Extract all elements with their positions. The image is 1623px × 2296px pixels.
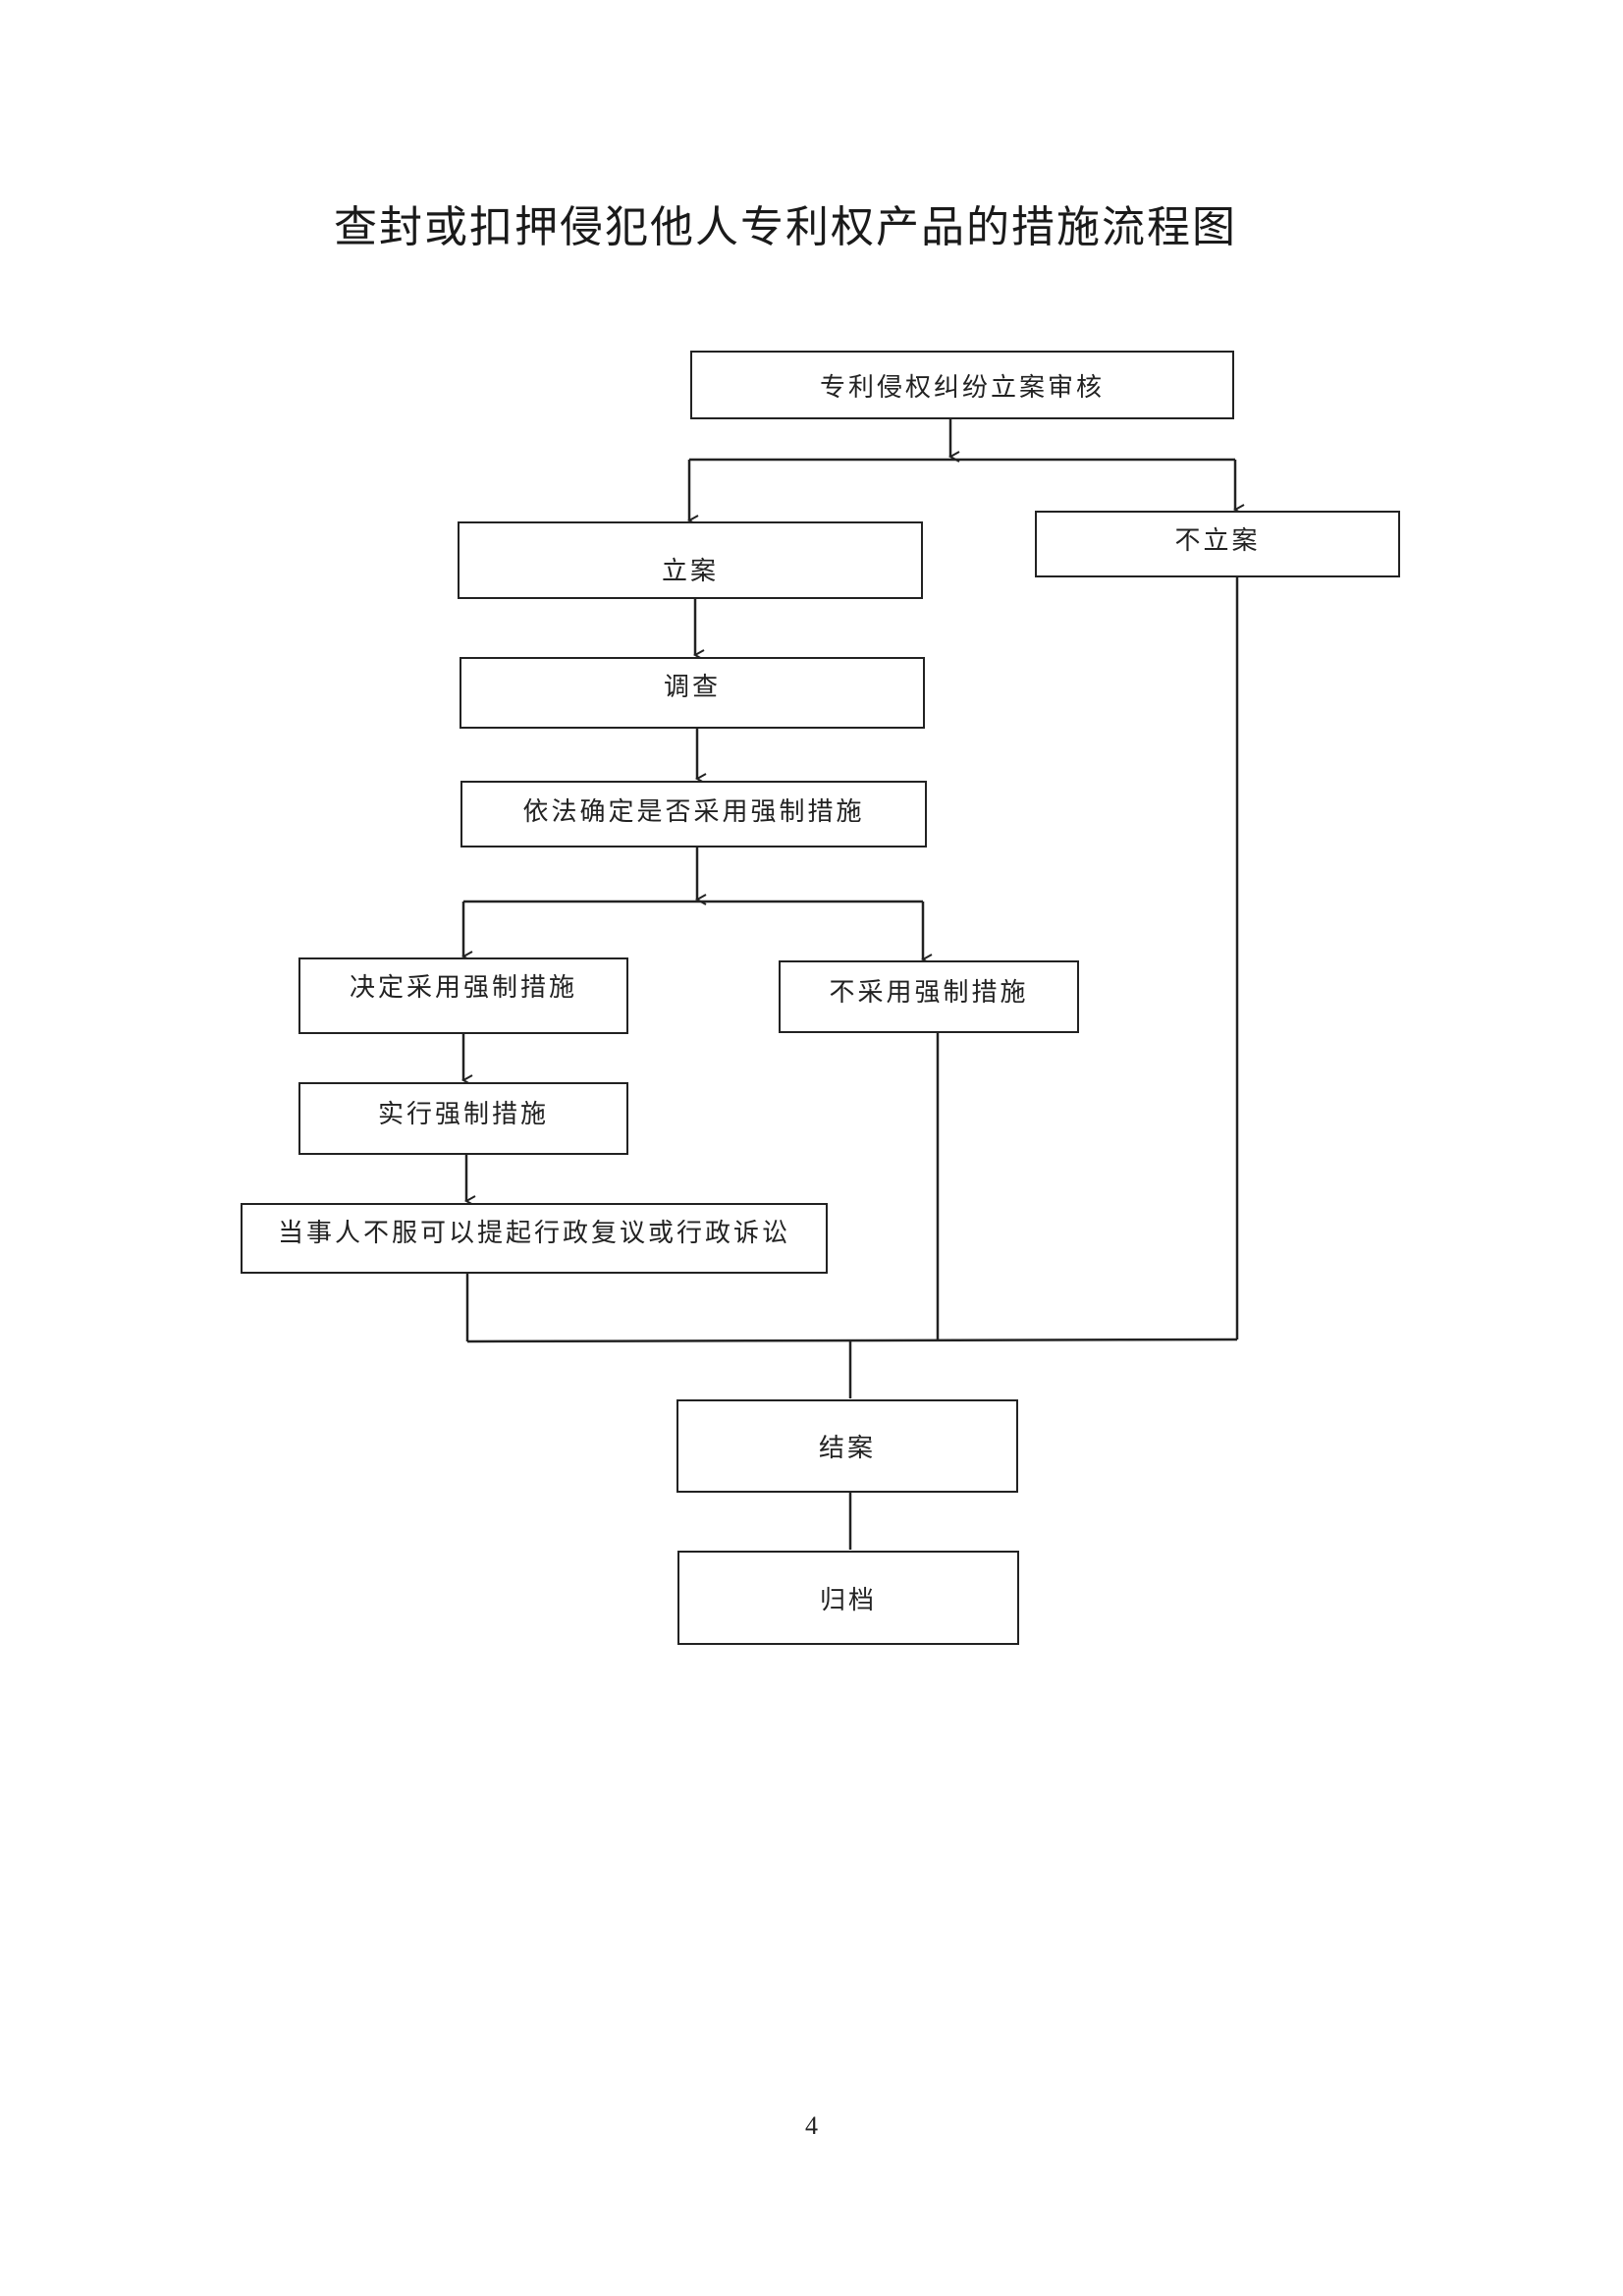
step-appeal: 当事人不服可以提起行政复议或行政诉讼 bbox=[241, 1203, 828, 1274]
step-decide-measures-label: 依法确定是否采用强制措施 bbox=[522, 796, 865, 827]
step-decide-measures: 依法确定是否采用强制措施 bbox=[460, 781, 927, 847]
step-appeal-label: 当事人不服可以提起行政复议或行政诉讼 bbox=[277, 1218, 790, 1248]
step-review-label: 专利侵权纠纷立案审核 bbox=[819, 372, 1105, 403]
step-close-case: 结案 bbox=[676, 1399, 1018, 1493]
step-no-case-label: 不立案 bbox=[1174, 525, 1261, 556]
step-not-adopt-measures: 不采用强制措施 bbox=[779, 960, 1079, 1033]
step-file-case: 立案 bbox=[458, 521, 923, 599]
step-not-adopt-measures-label: 不采用强制措施 bbox=[829, 977, 1029, 1008]
page-number: 4 bbox=[805, 2111, 818, 2140]
step-review: 专利侵权纠纷立案审核 bbox=[690, 351, 1234, 419]
step-investigate-label: 调查 bbox=[663, 673, 721, 702]
step-investigate: 调查 bbox=[460, 657, 925, 729]
step-execute-measures-label: 实行强制措施 bbox=[377, 1099, 549, 1129]
merge-line bbox=[466, 1338, 1238, 1343]
step-file-case-label: 立案 bbox=[661, 557, 719, 586]
step-adopt-measures-label: 决定采用强制措施 bbox=[349, 972, 577, 1003]
step-archive: 归档 bbox=[677, 1551, 1019, 1645]
step-execute-measures: 实行强制措施 bbox=[298, 1082, 628, 1155]
step-archive-label: 归档 bbox=[819, 1585, 877, 1615]
step-close-case-label: 结案 bbox=[818, 1434, 876, 1463]
step-adopt-measures: 决定采用强制措施 bbox=[298, 957, 628, 1034]
step-no-case: 不立案 bbox=[1035, 511, 1400, 577]
flowchart-title: 查封或扣押侵犯他人专利权产品的措施流程图 bbox=[334, 202, 1237, 252]
